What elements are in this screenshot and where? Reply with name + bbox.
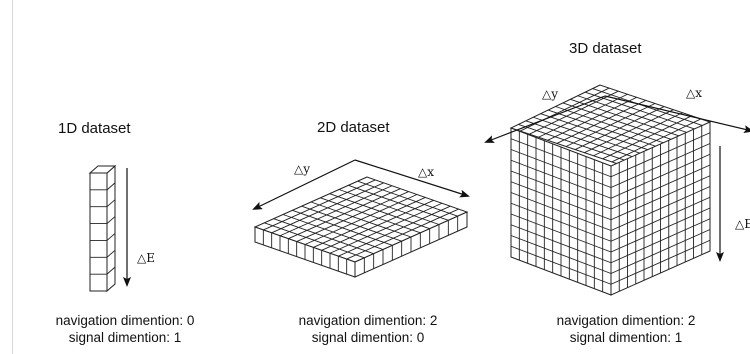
cube-top-face-gridline [547, 96, 637, 141]
caption-signal-3d: signal dimention: 1 [569, 330, 683, 345]
stack-side-face-gridline [106, 216, 116, 224]
left-border-line [12, 0, 13, 354]
slab-top-face-gridline [288, 188, 401, 240]
cube-top-face-gridline [519, 87, 610, 132]
slab-top-face-gridline [296, 191, 409, 242]
cube-top-face-gridline [602, 115, 692, 160]
cube-left-face-gridline [510, 159, 612, 199]
cube-left-face-gridline [510, 170, 612, 210]
cube-right-face-gridline [610, 132, 711, 178]
stack-side-face-gridline [106, 233, 116, 241]
y-axis-arrow-2d [252, 159, 356, 210]
panel-title-2d: 2D dataset [317, 119, 390, 136]
three-dimensional-cell-cube [509, 84, 712, 296]
caption-signal-1d: signal dimention: 1 [68, 330, 182, 345]
two-dimensional-cell-grid [253, 176, 469, 278]
cube-left-face-gridline [510, 245, 612, 285]
stack-side-face [106, 164, 116, 293]
caption-navigation-3d: navigation dimention: 2 [556, 313, 696, 328]
slab-top-face-gridline [304, 194, 418, 245]
caption-signal-2d: signal dimention: 0 [311, 330, 425, 345]
cube-left-face-gridline [510, 181, 612, 221]
cube-right-face-gridline [610, 218, 711, 264]
cube-right-face-gridline [610, 186, 711, 231]
cube-right-face-gridline [610, 207, 711, 253]
x-axis-label-3d: △x [686, 86, 702, 100]
stack-side-face-gridline [106, 182, 116, 191]
stack-top-face [88, 165, 117, 174]
one-dimensional-cell-stack [88, 164, 117, 293]
cube-top-face-gridline [584, 109, 674, 154]
cube-top-face-gridline [593, 112, 683, 157]
cube-top-face-gridline [611, 118, 702, 163]
cube-left-face-gridline [510, 202, 612, 242]
y-axis-label-3d: △y [542, 87, 558, 101]
slab-top-face-gridline [346, 208, 459, 260]
stack-side-face-gridline [106, 266, 116, 275]
cube-left-face-gridline [510, 224, 612, 264]
cube-right-face-gridline [610, 239, 711, 285]
slab-top-face-gridline [313, 197, 426, 248]
cube-left-face-gridline [510, 213, 612, 253]
energy-axis-label-3d: △E [735, 217, 750, 231]
x-axis-arrow-2d [354, 159, 470, 198]
x-axis-label-2d: △x [418, 165, 434, 179]
panel-1d-dataset: △E [88, 164, 155, 293]
slab-top-face-gridline [321, 199, 434, 251]
panel-title-3d: 3D dataset [569, 40, 642, 57]
cube-right-face-gridline [610, 153, 711, 199]
cube-left-face-gridline [510, 192, 612, 231]
y-axis-arrow-3d [484, 95, 606, 143]
caption-navigation-1d: navigation dimention: 0 [55, 313, 195, 328]
cube-top-face-gridline [574, 106, 665, 150]
stack-side-face-gridline [106, 249, 116, 258]
slab-top-face-gridline [271, 182, 384, 234]
caption-navigation-2d: navigation dimention: 2 [298, 313, 438, 328]
stack-side-face-gridline [106, 199, 116, 208]
panel-title-1d: 1D dataset [58, 120, 131, 137]
cube-top-face-gridline [565, 103, 656, 147]
slab-top-face-gridline [338, 205, 451, 257]
y-axis-label-2d: △y [294, 162, 310, 176]
slab-top-face-gridline [279, 185, 393, 237]
x-axis-arrow-3d [604, 95, 750, 134]
stack-front-face [89, 172, 108, 292]
slab-top-face-gridline [329, 202, 443, 254]
panel-2d-dataset: △y △x [252, 159, 470, 278]
cube-left-face-gridline [510, 149, 612, 188]
cube-right-face-gridline [610, 196, 711, 242]
cube-top-face-gridline [529, 90, 619, 135]
cube-left-face-gridline [510, 138, 612, 178]
cube-top-face-gridline [538, 93, 628, 138]
energy-axis-label: △E [137, 251, 155, 265]
cube-right-face-gridline [610, 164, 711, 210]
cube-right-face-gridline [610, 143, 711, 188]
slab-top-face-gridline [263, 179, 376, 231]
cube-top-face-gridline [556, 100, 647, 144]
cube-right-face-gridline [610, 175, 711, 221]
cube-right-face-gridline [610, 229, 711, 274]
cube-left-face-gridline [510, 235, 612, 274]
panel-3d-dataset: △y △x △E [484, 84, 750, 296]
